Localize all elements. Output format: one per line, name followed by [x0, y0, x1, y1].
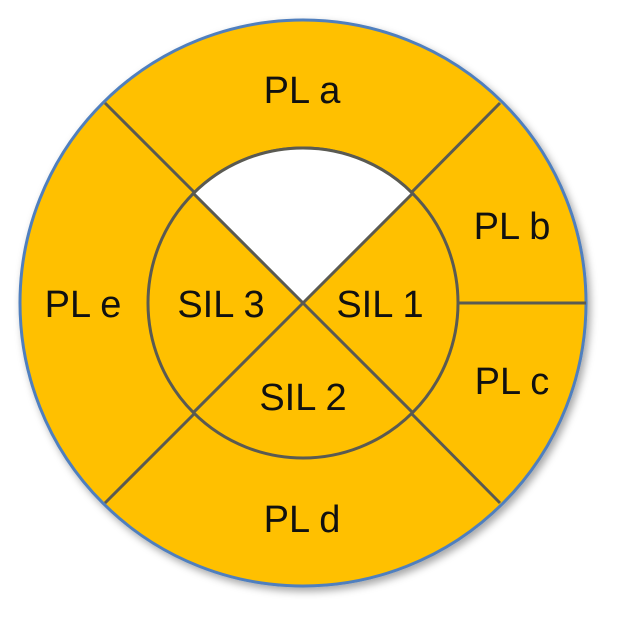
segment-label-pl-e: PL e [45, 284, 122, 326]
inner-divider-sil2-sil3 [192, 301, 305, 414]
empty-top-sector [191, 146, 415, 306]
segment-label-pl-c: PL c [475, 361, 550, 403]
segment-label-pl-a: PL a [264, 70, 342, 112]
divider-d-e [103, 406, 202, 505]
divider-a-b [404, 101, 502, 200]
inner-divider-sil1-sil2 [301, 301, 414, 414]
inner-dividers [192, 301, 414, 414]
divider-a-e [103, 101, 202, 200]
segment-label-sil-2: SIL 2 [259, 377, 346, 419]
segment-label-pl-d: PL d [264, 499, 341, 541]
segment-label-pl-b: PL b [474, 206, 551, 248]
segment-label-sil-1: SIL 1 [336, 284, 423, 326]
segment-label-sil-3: SIL 3 [177, 284, 264, 326]
outer-ring-dividers [103, 101, 586, 505]
divider-c-d [404, 406, 502, 505]
